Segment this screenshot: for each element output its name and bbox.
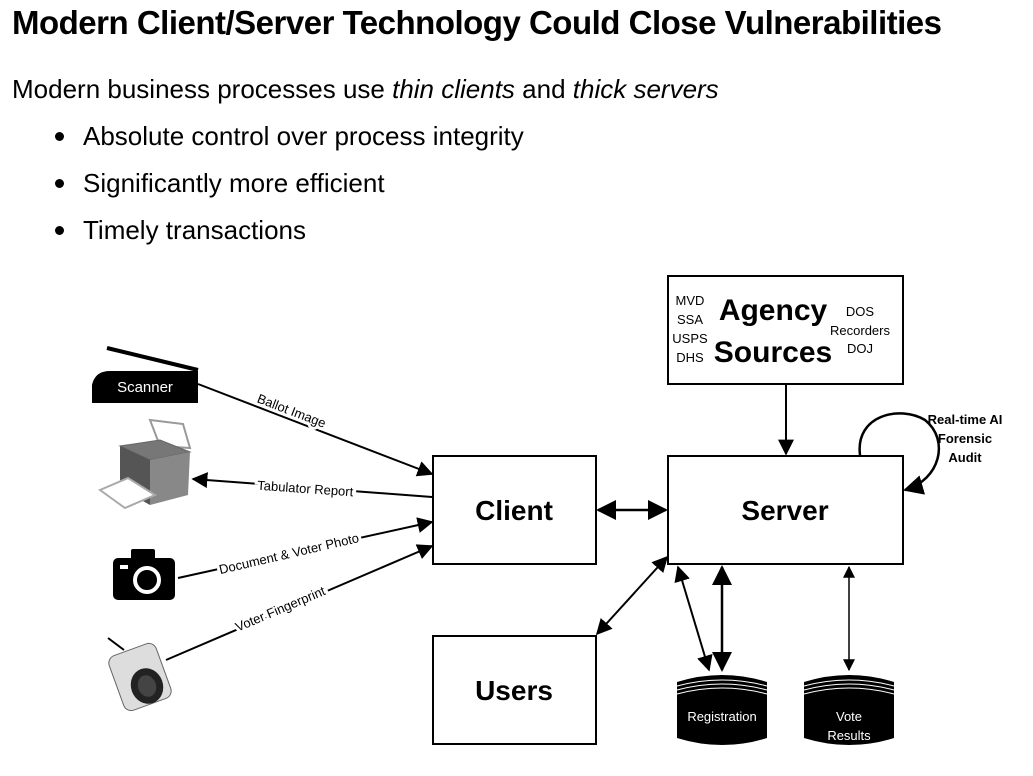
server-node: Server bbox=[667, 455, 904, 565]
tabulator-report-label: Tabulator Report bbox=[257, 478, 354, 500]
vote-results-database: Vote Results bbox=[803, 675, 895, 745]
users-label: Users bbox=[475, 675, 553, 706]
slide-title: Modern Client/Server Technology Could Cl… bbox=[12, 4, 942, 41]
lead-middle: and bbox=[514, 74, 573, 104]
agency-item: USPS bbox=[672, 331, 708, 346]
ai-audit-label-line2: Forensic bbox=[938, 431, 992, 446]
agency-item: Recorders bbox=[830, 323, 890, 338]
server-label: Server bbox=[741, 495, 828, 526]
ai-audit-label-line3: Audit bbox=[948, 450, 982, 465]
users-node: Users bbox=[432, 635, 597, 745]
ai-audit-label-line1: Real-time AI bbox=[928, 412, 1003, 427]
edge-document-photo: Document & Voter Photo bbox=[177, 517, 434, 580]
registration-label: Registration bbox=[687, 709, 756, 724]
registration-database: Registration bbox=[676, 675, 768, 745]
agency-item: DHS bbox=[676, 350, 704, 365]
agency-item: MVD bbox=[676, 293, 705, 308]
vote-results-label-line2: Results bbox=[827, 728, 871, 743]
edge-users-server bbox=[595, 555, 669, 636]
bullet-item: Absolute control over process integrity bbox=[50, 118, 524, 165]
bullet-dot-icon bbox=[55, 226, 64, 235]
agency-item: DOS bbox=[846, 304, 875, 319]
vote-results-label-line1: Vote bbox=[836, 709, 862, 724]
bullet-text: Significantly more efficient bbox=[83, 168, 385, 198]
bullet-text: Timely transactions bbox=[83, 215, 306, 245]
voter-fingerprint-label: Voter Fingerprint bbox=[233, 583, 328, 635]
agency-item: DOJ bbox=[847, 341, 873, 356]
edge-tabulator-report: Tabulator Report bbox=[191, 472, 433, 502]
edge-ballot-image: Ballot Image bbox=[197, 383, 434, 477]
lead-prefix: Modern business processes use bbox=[12, 74, 393, 104]
scanner-icon: Scanner bbox=[92, 346, 199, 403]
client-node: Client bbox=[432, 455, 597, 565]
printer-icon bbox=[97, 418, 192, 510]
edge-server-registration-a bbox=[674, 565, 713, 672]
bullet-item: Timely transactions bbox=[50, 212, 524, 259]
agency-item: SSA bbox=[677, 312, 703, 327]
client-label: Client bbox=[475, 495, 553, 526]
bullet-item: Significantly more efficient bbox=[50, 165, 524, 212]
lead-text: Modern business processes use thin clien… bbox=[12, 74, 719, 105]
bullet-text: Absolute control over process integrity bbox=[83, 121, 524, 151]
camera-icon bbox=[113, 549, 175, 600]
edge-ai-audit-loop: Real-time AI Forensic Audit bbox=[858, 412, 1003, 495]
agency-title-line1: Agency bbox=[719, 294, 828, 327]
edge-voter-fingerprint: Voter Fingerprint bbox=[165, 544, 434, 661]
agency-sources-node: MVD SSA USPS DHS Agency Sources DOS Reco… bbox=[667, 275, 904, 385]
agency-title-line2: Sources bbox=[714, 336, 832, 369]
bullet-dot-icon bbox=[55, 132, 64, 141]
bullet-dot-icon bbox=[55, 179, 64, 188]
lead-thin-clients: thin clients bbox=[392, 74, 515, 104]
document-photo-label: Document & Voter Photo bbox=[218, 530, 361, 577]
scanner-label: Scanner bbox=[117, 379, 173, 396]
fingerprint-reader-icon bbox=[107, 637, 172, 712]
lead-thick-servers: thick servers bbox=[572, 74, 719, 104]
bullet-list: Absolute control over process integrity … bbox=[50, 118, 524, 259]
